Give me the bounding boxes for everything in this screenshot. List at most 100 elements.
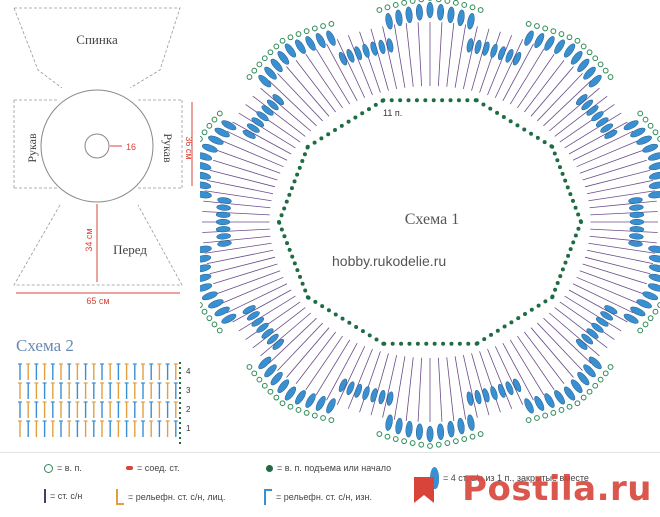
garment-schematic: Спинка Перед Рукав Рукав 16 36 см 34 см … <box>0 0 200 310</box>
outer-chain-bead <box>543 26 548 31</box>
inner-chain-dot <box>416 342 420 346</box>
inner-chain-dot <box>290 255 294 259</box>
scheme2-row-number: 3 <box>186 386 191 395</box>
cluster-petal <box>648 161 660 171</box>
stitch-line <box>463 26 477 89</box>
stitch-line <box>488 349 512 409</box>
outer-chain-bead <box>419 442 424 447</box>
outer-chain-bead <box>428 444 433 449</box>
stitch-line <box>438 22 442 86</box>
inner-chain-dot <box>566 185 570 189</box>
cluster-petal <box>466 414 475 431</box>
inner-chain-dot <box>543 140 547 144</box>
stitch-line <box>287 328 329 378</box>
cluster-petal <box>200 171 211 181</box>
inner-chain-dot <box>374 103 378 107</box>
cluster-petal <box>649 263 660 273</box>
inner-chain-dot <box>313 300 317 304</box>
cluster-petal <box>630 226 644 232</box>
cluster-petal <box>497 383 507 398</box>
cluster-petal <box>642 290 659 302</box>
stitch-line <box>480 351 501 412</box>
inner-chain-dot <box>568 192 572 196</box>
cluster-petal <box>474 39 483 54</box>
watermark: Postila.ru <box>462 469 652 509</box>
inner-chain-dot <box>280 213 284 217</box>
cluster-petal <box>395 10 403 27</box>
outer-chain-bead <box>296 408 301 413</box>
cluster-petal <box>437 424 444 440</box>
inner-chain-dot <box>381 342 385 346</box>
cluster-petal <box>200 273 212 283</box>
inner-chain-dot <box>465 98 469 102</box>
outer-chain-bead <box>280 401 285 406</box>
stitch-line <box>537 73 582 121</box>
cluster-petal <box>353 383 363 398</box>
inner-chain-dot <box>399 342 403 346</box>
stitch-line <box>587 250 653 263</box>
stitch-line <box>406 23 413 87</box>
cluster-petal <box>533 32 546 49</box>
outer-chain-bead <box>535 24 540 29</box>
inner-chain-dot <box>300 159 304 163</box>
inner-chain-dot <box>293 179 297 183</box>
stitch-line <box>585 257 650 274</box>
legend-chain: = в. п. <box>44 463 82 473</box>
inner-chain-dot <box>313 141 317 145</box>
inner-chain-dot <box>287 193 291 197</box>
inner-chain-dot <box>415 98 419 102</box>
stitch-line <box>207 180 273 193</box>
cluster-petal <box>200 254 211 263</box>
inner-chain-dot <box>280 228 284 232</box>
inner-chain-dot <box>529 132 533 136</box>
inner-chain-dot <box>424 342 428 346</box>
start-chain-icon <box>266 465 273 472</box>
outer-chain-bead <box>470 5 475 10</box>
outer-chain-bead <box>648 123 653 128</box>
inner-chain-dot <box>295 268 299 272</box>
outer-chain-bead <box>445 0 450 3</box>
outer-chain-bead <box>419 0 424 2</box>
inner-chain-dot <box>347 321 351 325</box>
stitch-line <box>580 150 643 173</box>
cluster-petal <box>361 386 371 401</box>
inner-chain-dot <box>390 98 394 102</box>
chain-icon <box>44 464 53 473</box>
stitch-line <box>205 243 272 253</box>
outer-chain-bead <box>575 401 580 406</box>
outer-chain-bead <box>526 418 531 423</box>
cluster-petal <box>361 43 371 58</box>
inner-chain-dot <box>341 317 345 321</box>
outer-chain-bead <box>257 377 262 382</box>
cluster-petal <box>630 212 644 218</box>
outer-chain-bead <box>559 408 564 413</box>
outer-chain-bead <box>581 395 586 400</box>
outer-chain-bead <box>478 8 483 13</box>
cluster-petal <box>489 386 499 401</box>
cluster-petal <box>649 171 660 181</box>
outer-chain-bead <box>393 3 398 8</box>
inner-chain-dot <box>458 342 462 346</box>
outer-chain-bead <box>593 56 598 61</box>
inner-chain-dot <box>288 248 292 252</box>
legend-start: = в. п. подъема или начало <box>266 463 391 473</box>
inner-chain-dot <box>303 152 307 156</box>
outer-chain-bead <box>274 44 279 49</box>
outer-chain-bead <box>535 416 540 421</box>
outer-chain-bead <box>288 404 293 409</box>
outer-chain-bead <box>207 123 212 128</box>
cluster-petal <box>216 204 230 211</box>
inner-chain-dot <box>433 342 437 346</box>
outer-chain-bead <box>202 309 207 314</box>
stitch-line <box>418 22 422 86</box>
inner-chain-dot <box>509 119 513 123</box>
stitch-line <box>213 264 277 284</box>
outer-chain-bead <box>252 371 257 376</box>
inner-chain-dot <box>398 98 402 102</box>
outer-chain-bead <box>648 316 653 321</box>
dc-icon <box>44 489 46 503</box>
cluster-petal <box>200 161 212 171</box>
stitch-line <box>472 353 489 415</box>
inner-chain-dot <box>515 123 519 127</box>
inner-chain-dot <box>320 304 324 308</box>
